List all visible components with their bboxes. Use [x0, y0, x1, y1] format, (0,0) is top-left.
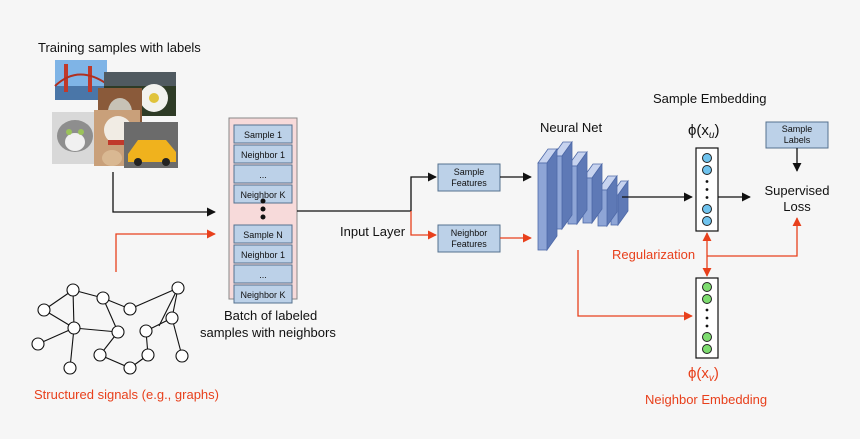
batch-caption-line1: Batch of labeled	[224, 308, 317, 323]
neural-net-label: Neural Net	[540, 120, 603, 135]
batch-cell-label: Neighbor K	[240, 190, 285, 200]
car-photo	[124, 122, 178, 168]
flower-photo	[104, 72, 176, 116]
vertical-ellipsis-icon	[705, 316, 709, 320]
cat-photo	[52, 112, 98, 164]
training-samples-title: Training samples with labels	[38, 40, 201, 55]
vertical-ellipsis-icon	[705, 180, 709, 183]
batch-cell-label: ...	[259, 270, 267, 280]
sample-features-box: Sample Features	[437, 163, 501, 192]
batch-cell: Neighbor K	[233, 284, 293, 304]
graph-nodes	[31, 281, 189, 375]
sample-labels-box: Sample Labels	[765, 121, 829, 149]
net-layer	[537, 147, 558, 252]
batch-top-cells: Sample 1 Neighbor 1... Neighbor K	[233, 124, 293, 204]
bridge-photo	[54, 60, 108, 100]
batch-cell-label: Neighbor 1	[241, 250, 285, 260]
batch-caption-line2: samples with neighbors	[200, 325, 336, 340]
vertical-ellipsis-icon	[705, 196, 709, 199]
neighbor-embedding-unit	[702, 282, 712, 292]
supervised-loss-line1: Supervised	[764, 183, 829, 198]
vertical-ellipsis-icon	[705, 308, 709, 312]
sample-embedding-unit	[702, 165, 712, 175]
photo-collage	[52, 60, 178, 168]
neighbor-embedding-units	[702, 282, 712, 354]
sample-labels-line1: Sample	[782, 124, 813, 134]
graph-to-batch-arrow	[115, 229, 216, 272]
sample-labels-line2: Labels	[784, 135, 811, 145]
net-layer	[597, 174, 618, 228]
structured-graph	[37, 287, 183, 369]
vertical-ellipsis-icon	[705, 324, 709, 328]
batch-cell-label: ...	[259, 170, 267, 180]
neighbor-features-box: Neighbor Features	[437, 224, 501, 253]
sample-embedding-units	[702, 153, 712, 226]
batch-cell: Sample N	[233, 224, 293, 244]
batch-cell-label: Sample N	[243, 230, 283, 240]
batch-cell-label: Sample 1	[244, 130, 282, 140]
batch-cell: ...	[233, 164, 293, 184]
sample-features-line2: Features	[451, 178, 487, 188]
phi-sample-label: ϕ(xu)	[688, 122, 719, 141]
sample-embedding-label: Sample Embedding	[653, 91, 766, 106]
batch-dots	[260, 198, 266, 220]
batch-cell: Sample 1	[233, 124, 293, 144]
vertical-ellipsis-icon	[705, 188, 709, 191]
structured-signals-label: Structured signals (e.g., graphs)	[34, 387, 219, 402]
photos-to-batch-arrow	[112, 172, 216, 217]
net-layer	[567, 150, 588, 226]
neighbor-embedding-unit	[702, 332, 712, 342]
neighbor-embedding-unit	[702, 294, 712, 304]
batch-cell-label: Neighbor K	[240, 290, 285, 300]
to-neighbor-features-arrow	[410, 211, 437, 240]
batch-cell: ...	[233, 264, 293, 284]
net-layer	[552, 140, 573, 231]
batch-cell: Neighbor 1	[233, 244, 293, 264]
phi-neighbor-label: ϕ(xv)	[688, 365, 719, 384]
neighbor-features-line2: Features	[451, 239, 487, 249]
neighbor-features-line1: Neighbor	[451, 228, 488, 238]
input-layer-label: Input Layer	[340, 224, 406, 239]
neighbor-embedding-label: Neighbor Embedding	[645, 392, 767, 407]
neighbor-embedding-unit	[702, 344, 712, 354]
regularization-to-loss-arrow	[707, 217, 802, 257]
net-layer	[582, 162, 603, 225]
batch-bottom-cells: Sample N Neighbor 1... Neighbor K	[233, 224, 293, 304]
net-to-neighbor-embedding-arrow	[577, 250, 693, 321]
to-sample-features-arrow	[410, 172, 437, 211]
regularization-label: Regularization	[612, 247, 695, 262]
batch-cell-label: Neighbor 1	[241, 150, 285, 160]
sample-embedding-unit	[702, 153, 712, 163]
neural-net-layers	[537, 140, 629, 252]
sample-features-line1: Sample	[454, 167, 485, 177]
supervised-loss-line2: Loss	[783, 199, 811, 214]
sample-embedding-unit	[702, 204, 712, 214]
sample-embedding-unit	[702, 216, 712, 226]
batch-cell: Neighbor 1	[233, 144, 293, 164]
